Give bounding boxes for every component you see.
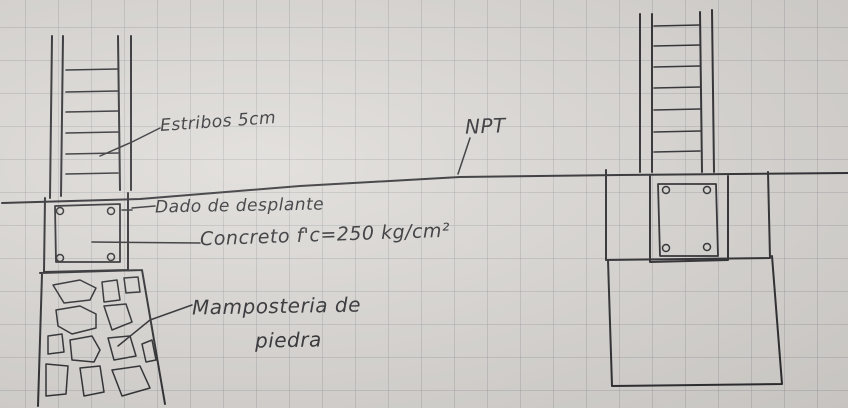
left-dado: [43, 192, 133, 273]
left-stirrups: [65, 68, 119, 175]
right-footing: [607, 255, 783, 387]
right-stirrups: [653, 24, 701, 153]
mamposteria-leader: [117, 304, 193, 347]
mamposteria-label-line2: piedra: [254, 327, 322, 353]
left-column: [49, 35, 132, 199]
npt-label: NPT: [464, 113, 507, 139]
dado-leader: [131, 205, 156, 209]
right-dado: [605, 169, 771, 263]
left-stone-masonry: [37, 269, 166, 407]
right-column: [639, 9, 715, 173]
npt-leader: [457, 137, 471, 175]
ground-level-line: [1, 172, 848, 204]
mamposteria-label-line1: Mamposteria de: [191, 292, 362, 320]
dado-label: Dado de desplante: [154, 194, 325, 218]
estribos-leader: [99, 127, 161, 157]
concreto-leader: [91, 241, 201, 244]
